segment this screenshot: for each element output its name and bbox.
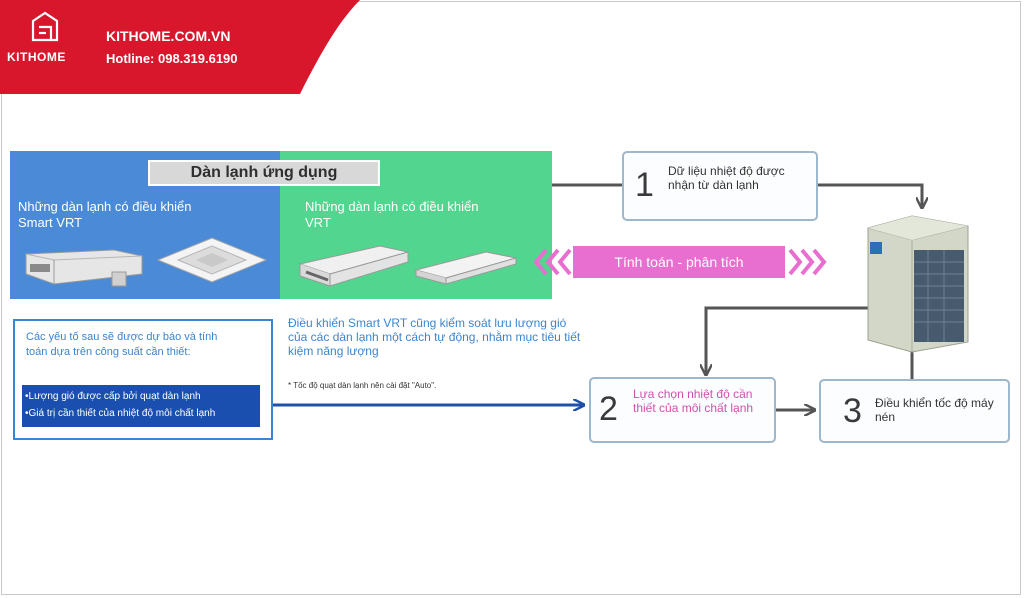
step-3-box — [819, 379, 1010, 443]
step-2-text: Lựa chọn nhiệt độ cần thiết của môi chất… — [633, 387, 754, 415]
ceiling-unit-icon — [298, 245, 409, 287]
step-2-number: 2 — [599, 390, 618, 428]
vrt-label: Những dàn lạnh có điều khiển VRT — [305, 199, 479, 230]
factor-list — [22, 385, 260, 427]
header-banner — [0, 0, 360, 94]
ceiling-suspended-unit-icon — [414, 251, 517, 285]
analysis-label: Tính toán - phân tích — [614, 254, 744, 270]
cassette-unit-icon — [156, 237, 268, 283]
auto-fan-note: * Tốc độ quạt dàn lạnh nên cài đặt "Auto… — [288, 381, 437, 390]
factor-airflow: •Lượng gió được cấp bởi quạt dàn lạnh — [25, 391, 201, 402]
outdoor-unit-icon — [867, 215, 969, 353]
analysis-banner — [573, 246, 785, 278]
left-chevrons-icon — [533, 248, 572, 276]
step-1-number: 1 — [635, 166, 654, 204]
right-chevrons-icon — [788, 248, 827, 276]
outdoor-to-step2-arrow — [706, 306, 868, 375]
banner-title: Dàn lạnh ứng dụng — [148, 160, 380, 186]
smart-vrt-label: Những dàn lạnh có điều khiển Smart VRT — [18, 199, 192, 230]
factor-refrigerant-temp: •Giá trị cần thiết của nhiệt độ môi chất… — [25, 408, 216, 419]
site-url[interactable]: KITHOME.COM.VN — [106, 28, 231, 44]
step-1-text: Dữ liệu nhiệt độ được nhận từ dàn lạnh — [668, 164, 785, 192]
control-description: Điều khiển Smart VRT cũng kiểm soát lưu … — [288, 316, 581, 358]
step-3-number: 3 — [843, 392, 862, 430]
step1-to-outdoor-arrow — [818, 183, 922, 208]
step-3-text: Điều khiển tốc độ máy nén — [875, 396, 994, 424]
house-logo-icon — [31, 11, 59, 42]
brand-name: KITHOME — [7, 50, 66, 64]
step-2-box — [589, 377, 776, 443]
hotline: Hotline: 098.319.6190 — [106, 51, 238, 66]
ducted-unit-icon — [25, 249, 143, 287]
step-1-box — [622, 151, 818, 221]
forecast-text: Các yếu tố sau sẽ được dự báo và tính to… — [26, 331, 218, 358]
